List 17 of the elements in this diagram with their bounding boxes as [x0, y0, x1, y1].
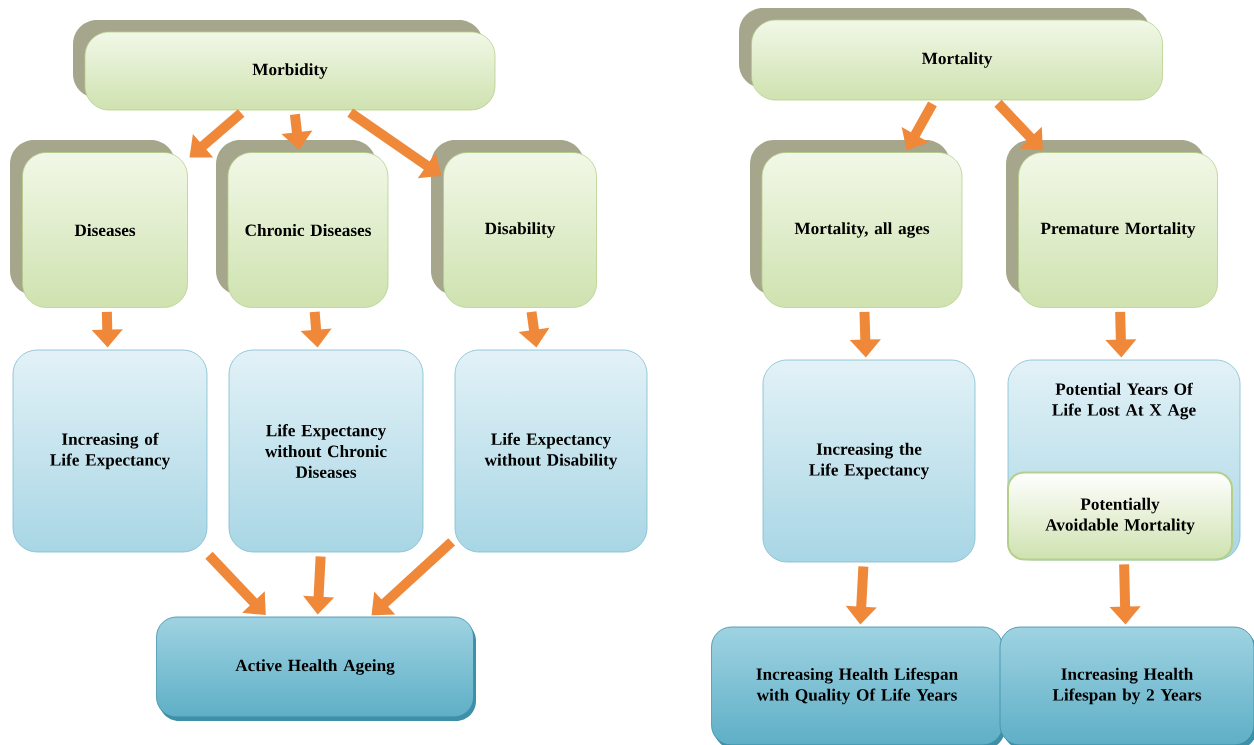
arrow	[371, 538, 456, 616]
category-box: Premature Mortality	[1006, 140, 1218, 308]
outcome-box: Active Health Ageing	[156, 616, 476, 721]
category-box: Diseases	[10, 140, 188, 308]
indicator-box: Life Expectancy without Disability	[454, 349, 648, 553]
category-box: Mortality	[739, 8, 1163, 101]
category-box: Chronic Diseases	[216, 140, 389, 308]
indicator-box: Increasing the Life Expectancy	[762, 359, 976, 563]
indicator-box: Life Expectancy without Chronic Diseases	[228, 349, 424, 553]
indicator-box: Potentially Avoidable Mortality	[1007, 471, 1233, 561]
category-box: Morbidity	[73, 20, 496, 111]
indicator-box: Increasing of Life Expectancy	[12, 349, 208, 553]
outcome-box: Increasing Health Lifespan with Quality Of Life Years	[711, 626, 1005, 745]
arrow	[994, 99, 1043, 151]
outcome-box: Increasing Health Lifespan by 2 Years	[999, 626, 1254, 745]
category-box: Mortality, all ages	[750, 140, 963, 308]
category-box: Disability	[431, 140, 597, 308]
